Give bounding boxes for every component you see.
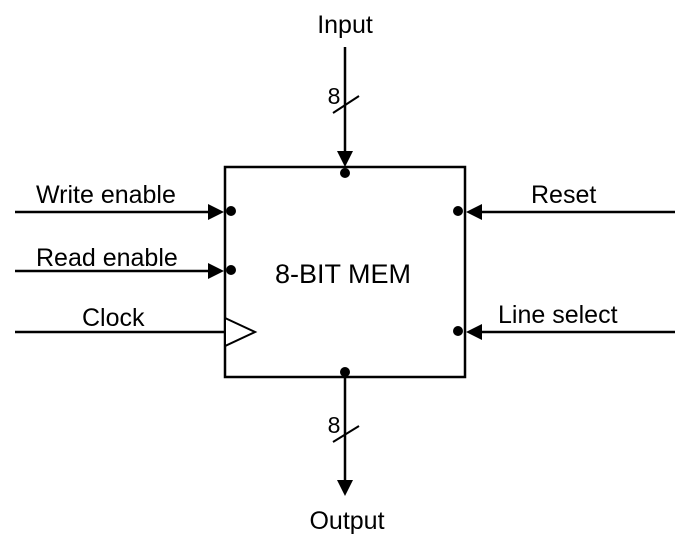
reset-signal [453,204,675,220]
write-enable-label: Write enable [36,181,176,209]
reset-arrowhead [466,204,482,220]
read-enable-signal [15,263,236,279]
input-arrowhead [337,151,353,167]
output-bus-width: 8 [328,412,341,438]
clock-signal [15,316,258,348]
input-label: Input [317,11,373,39]
line-select-signal [453,324,675,340]
write-enable-signal [15,204,236,220]
write-enable-arrowhead [208,204,224,220]
memory-block [223,165,467,379]
output-label: Output [309,507,384,535]
input-bus-slash [332,95,360,114]
output-pin-dot [340,367,350,377]
output-arrowhead [337,480,353,496]
line-select-arrowhead [466,324,482,340]
write-enable-pin-dot [226,206,236,216]
reset-pin-dot [453,206,463,216]
output-bus [332,367,360,496]
read-enable-pin-dot [226,265,236,275]
read-enable-label: Read enable [36,244,178,272]
line-select-label: Line select [498,301,618,329]
output-bus-slash [332,425,360,443]
memory-block-label: 8-BIT MEM [275,259,411,289]
line-select-pin-dot [453,326,463,336]
input-bus-width: 8 [328,83,341,109]
input-bus [332,47,360,178]
clock-label: Clock [82,304,145,332]
clock-triangle-icon [224,316,258,348]
reset-label: Reset [531,181,596,209]
read-enable-arrowhead [208,263,224,279]
input-pin-dot [340,168,350,178]
